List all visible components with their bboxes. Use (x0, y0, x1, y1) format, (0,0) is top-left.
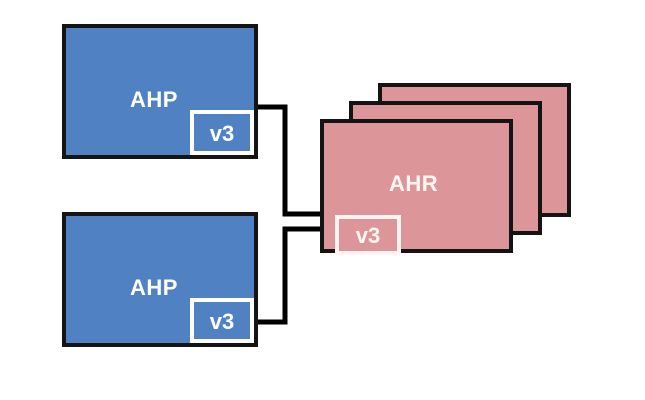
ahp-bottom-box[interactable]: AHP v3 (62, 212, 258, 347)
ahr-stack-layer-front[interactable]: AHR v3 (320, 119, 513, 255)
connector-ahp-top-to-ahr[interactable] (252, 104, 327, 218)
ahp-bottom-label: AHP (130, 275, 178, 300)
connector-ahp-bottom-to-ahr[interactable] (252, 225, 327, 325)
ahp-top-version-label: v3 (209, 120, 235, 146)
ahp-top-label: AHP (130, 87, 178, 112)
ahp-top-box[interactable]: AHP v3 (62, 24, 258, 159)
ahp-bottom-version-box[interactable]: v3 (190, 298, 254, 343)
ahp-bottom-version-label: v3 (209, 308, 235, 334)
ahr-version-label: v3 (355, 223, 381, 248)
ahr-label: AHR (389, 171, 439, 196)
ahr-version-box[interactable]: v3 (335, 215, 401, 255)
ahp-top-version-box[interactable]: v3 (190, 110, 254, 155)
